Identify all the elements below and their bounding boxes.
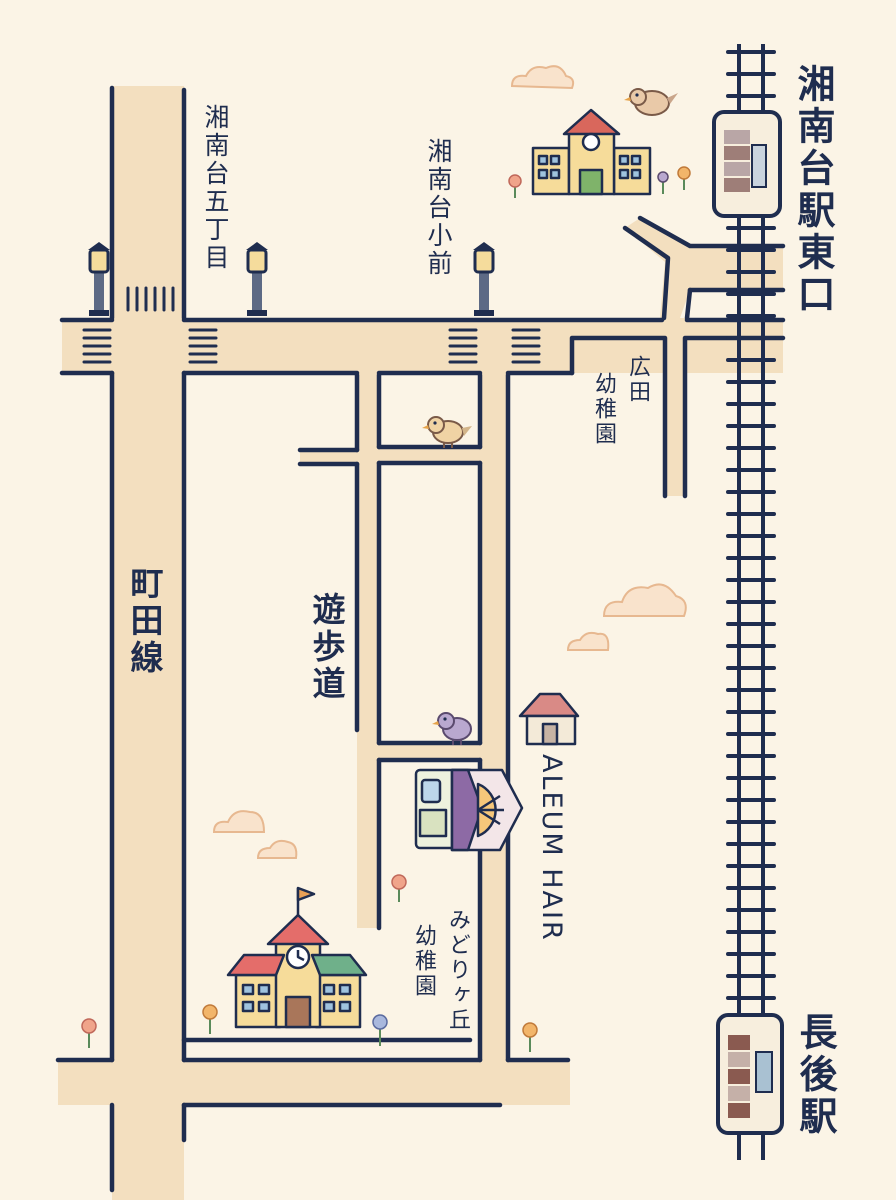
lane-middle-row (379, 743, 480, 760)
lane-upper-row-1 (379, 447, 480, 463)
station-access-road (625, 218, 783, 318)
hirota-street (665, 336, 685, 496)
cloud-icon-2 (602, 583, 687, 617)
lane-upper-row-2 (300, 450, 357, 464)
rail-sleepers (726, 50, 776, 1000)
crosswalk-shomae-east (511, 328, 541, 364)
chogo-station-icon (716, 1013, 784, 1135)
crosswalk-west (82, 328, 112, 364)
cloud-icon-1 (510, 65, 575, 90)
road-fills (58, 86, 783, 1200)
road-outlines (55, 85, 786, 1193)
flower-icon-5 (202, 1004, 218, 1034)
flower-icon-3 (391, 874, 407, 902)
bird-icon-2 (422, 416, 472, 448)
hirota-kindergarten-label-line-2: 幼稚園 (591, 372, 616, 447)
road-label-machida-line: 町田線 (125, 566, 164, 677)
flower-icon-4 (81, 1018, 97, 1048)
flower-icon-6 (372, 1014, 388, 1046)
hirota-access (572, 336, 783, 373)
street-lamp-icon-1 (88, 242, 110, 316)
midorigaoka-kindergarten-label-line-2: 幼稚園 (411, 924, 436, 999)
street-lamp-icon-2 (246, 242, 268, 316)
crosswalk-gochome (188, 328, 218, 364)
cloud-icon-5 (256, 839, 298, 859)
road-label-promenade: 遊歩道 (307, 592, 346, 703)
railway (726, 44, 776, 1160)
cloud-icon-4 (212, 810, 266, 833)
house-icon (518, 692, 580, 746)
flower-icon-1 (508, 174, 522, 198)
school-building-icon-south (226, 886, 368, 1029)
southern-road (58, 1060, 570, 1105)
bird-icon-3 (432, 712, 472, 745)
machida-line-road (112, 86, 184, 1200)
station-label-shonandai-east: 湘南台駅東口 (791, 64, 835, 316)
bird-icon-1 (624, 88, 678, 116)
school-building-icon-north (531, 108, 652, 196)
crosswalk-machida-north (126, 286, 175, 312)
flower-icon-7 (522, 1022, 538, 1052)
flower-icon-2 (657, 166, 691, 194)
midorigaoka-kindergarten-label-line-1: みどりヶ丘 (445, 908, 470, 1033)
intersection-label-gochome: 湘南台五丁目 (201, 104, 230, 272)
aleum-hair-shop-icon (414, 768, 524, 852)
hirota-kindergarten-label-line-1: 広田 (625, 355, 650, 405)
crosswalks (82, 286, 541, 364)
central-street (480, 373, 508, 1060)
intersection-label-shomae: 湘南台小前 (424, 138, 453, 278)
station-label-chogo: 長後駅 (793, 1012, 837, 1138)
street-lamp-icon-3 (473, 242, 495, 316)
promenade-road (357, 373, 379, 928)
shonandai-station-icon (712, 110, 782, 218)
shop-label-aleum-hair: ALEUM HAIR (536, 754, 567, 942)
cloud-icon-3 (566, 631, 610, 651)
crosswalk-shomae-west (448, 328, 478, 364)
